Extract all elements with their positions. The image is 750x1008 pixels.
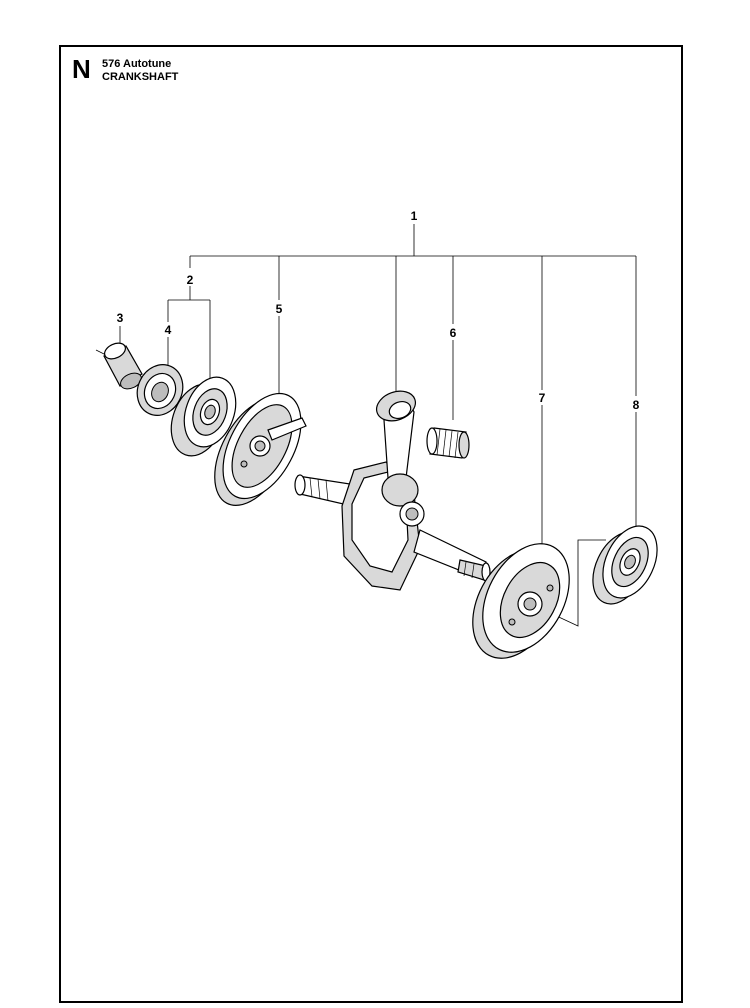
section-letter: N	[72, 54, 91, 84]
part-7-crank-half	[472, 543, 570, 659]
callout-3: 3	[117, 311, 124, 325]
section-name: CRANKSHAFT	[102, 71, 179, 83]
part-2-bearing-left	[170, 376, 237, 457]
leader-lines	[119, 224, 637, 627]
callout-5: 5	[276, 302, 283, 316]
model-name: 576 Autotune	[102, 58, 172, 70]
callout-4: 4	[165, 323, 172, 337]
callout-labels: 1 2 3 4 5 6 7 8	[117, 209, 640, 412]
part-5-crank-half	[214, 392, 307, 506]
part-8-bearing-right	[592, 525, 658, 605]
callout-8: 8	[633, 398, 640, 412]
page-frame	[59, 45, 683, 1003]
callout-1: 1	[411, 209, 418, 223]
part-6-needle-bearing	[426, 427, 470, 459]
callout-7: 7	[539, 391, 546, 405]
callout-2: 2	[187, 273, 194, 287]
crankshaft-assembly	[294, 390, 491, 591]
callout-6: 6	[450, 326, 457, 340]
part-3-sleeve	[95, 342, 143, 390]
part-4-seal-ring	[136, 364, 184, 416]
